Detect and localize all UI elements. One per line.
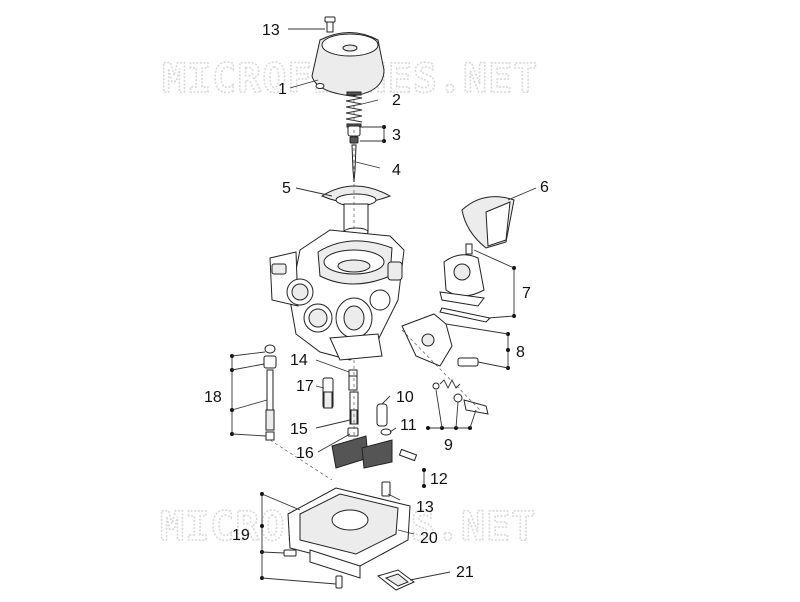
jet-16 xyxy=(347,427,359,437)
label-4: 4 xyxy=(392,162,401,179)
starter-valve-7 xyxy=(439,243,492,323)
label-8: 8 xyxy=(516,344,525,361)
label-18: 18 xyxy=(204,389,222,406)
label-6: 6 xyxy=(540,179,549,196)
cover-6 xyxy=(461,196,515,249)
jet-17 xyxy=(322,377,334,409)
label-1: 1 xyxy=(278,81,287,98)
bracket-18 xyxy=(230,351,268,437)
float-screw-13 xyxy=(381,481,391,497)
bracket-19 xyxy=(260,492,337,585)
label-10: 10 xyxy=(396,389,414,406)
bracket-12 xyxy=(422,468,426,488)
label-16: 16 xyxy=(296,445,314,462)
label-14: 14 xyxy=(290,352,308,369)
label-2: 2 xyxy=(392,92,401,109)
top-screw-13 xyxy=(324,16,336,33)
clip-11 xyxy=(380,428,392,436)
float-12 xyxy=(331,435,418,469)
jet-10 xyxy=(376,403,388,427)
label-20: 20 xyxy=(420,530,438,547)
mixture-assembly-18 xyxy=(263,344,277,441)
label-15: 15 xyxy=(290,421,308,438)
cover-plate-8 xyxy=(401,313,479,367)
label-17: 17 xyxy=(296,378,314,395)
jet-14 xyxy=(348,369,358,391)
label-19: 19 xyxy=(232,527,250,544)
label-7: 7 xyxy=(522,285,531,302)
bracket-3 xyxy=(360,125,386,143)
label-21: 21 xyxy=(456,564,474,581)
carburettor-body xyxy=(269,229,405,361)
needle-4 xyxy=(351,144,357,183)
bracket-9 xyxy=(426,389,477,430)
diaphragm-slide-5 xyxy=(320,185,392,237)
label-13-top: 13 xyxy=(262,22,280,39)
bowl-screw-19 xyxy=(283,549,343,589)
label-3: 3 xyxy=(392,127,401,144)
label-13-bottom: 13 xyxy=(416,499,434,516)
idle-screw-9 xyxy=(432,378,489,415)
needle-clip-3 xyxy=(347,125,361,144)
leader-lines xyxy=(288,28,537,581)
carburettor-cover-1 xyxy=(311,32,385,97)
float-bowl-20 xyxy=(287,487,411,579)
label-12: 12 xyxy=(430,471,448,488)
label-5: 5 xyxy=(282,180,291,197)
bracket-7 xyxy=(473,249,516,319)
bracket-8 xyxy=(445,323,510,370)
bracket-21 xyxy=(376,569,415,591)
label-11: 11 xyxy=(400,417,417,434)
label-9: 9 xyxy=(444,437,453,454)
